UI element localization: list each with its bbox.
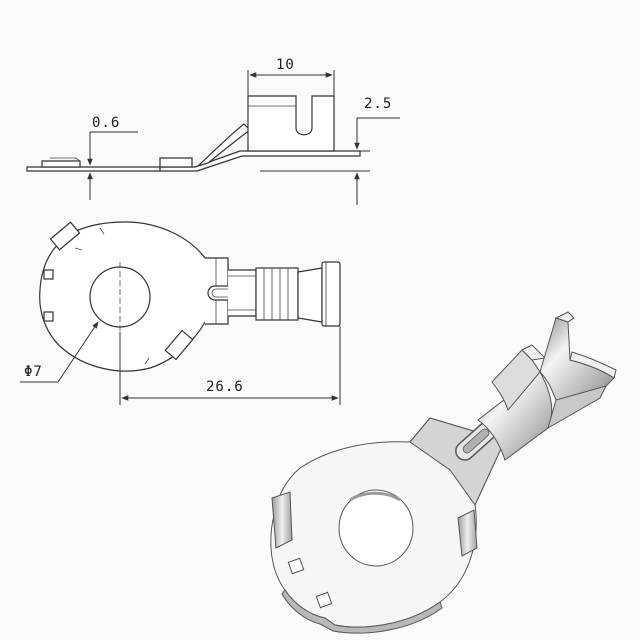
top-tab-lower-right (164, 329, 194, 361)
dim-overall-length: 26.6 (206, 379, 244, 395)
side-barrel (247, 95, 335, 152)
top-notches (74, 227, 150, 365)
top-insulation-neck (297, 267, 323, 323)
iso-tab-right (457, 509, 478, 557)
iso-insulation-tab-right (569, 351, 617, 379)
iso-barrel-underside (547, 385, 607, 430)
dim-hole-diameter: Φ7 (24, 364, 43, 380)
side-left-tab (41, 160, 81, 168)
iso-ring-hole (338, 489, 414, 567)
top-square-hole-1 (43, 269, 54, 280)
dim-phi7-leader (57, 321, 99, 383)
top-square-hole-2 (43, 311, 54, 322)
top-barrel-block (255, 267, 299, 321)
top-view: Φ7 26.6 (20, 221, 341, 405)
dim-length-top: 10 (276, 57, 295, 73)
iso-wing-upper (491, 349, 541, 412)
side-view: 10 2.5 0.6 (26, 57, 400, 205)
isometric-view (270, 311, 617, 634)
iso-ring-edge (281, 589, 443, 634)
iso-slot-inner (462, 428, 490, 454)
side-middle-tab (159, 157, 193, 168)
iso-square-hole-1 (287, 557, 305, 575)
iso-tab-left (271, 491, 293, 549)
top-wing-area (228, 269, 257, 317)
dim-thickness: 0.6 (92, 115, 120, 131)
top-insulation-crimp (321, 261, 341, 327)
dim-height-right: 2.5 (364, 96, 392, 112)
iso-insulation-tab-top (554, 311, 575, 323)
side-left-tab-top (50, 157, 81, 162)
top-tab-upper-left (49, 221, 81, 251)
iso-hole-inner-edge (349, 491, 401, 502)
iso-square-hole-2 (315, 591, 333, 609)
